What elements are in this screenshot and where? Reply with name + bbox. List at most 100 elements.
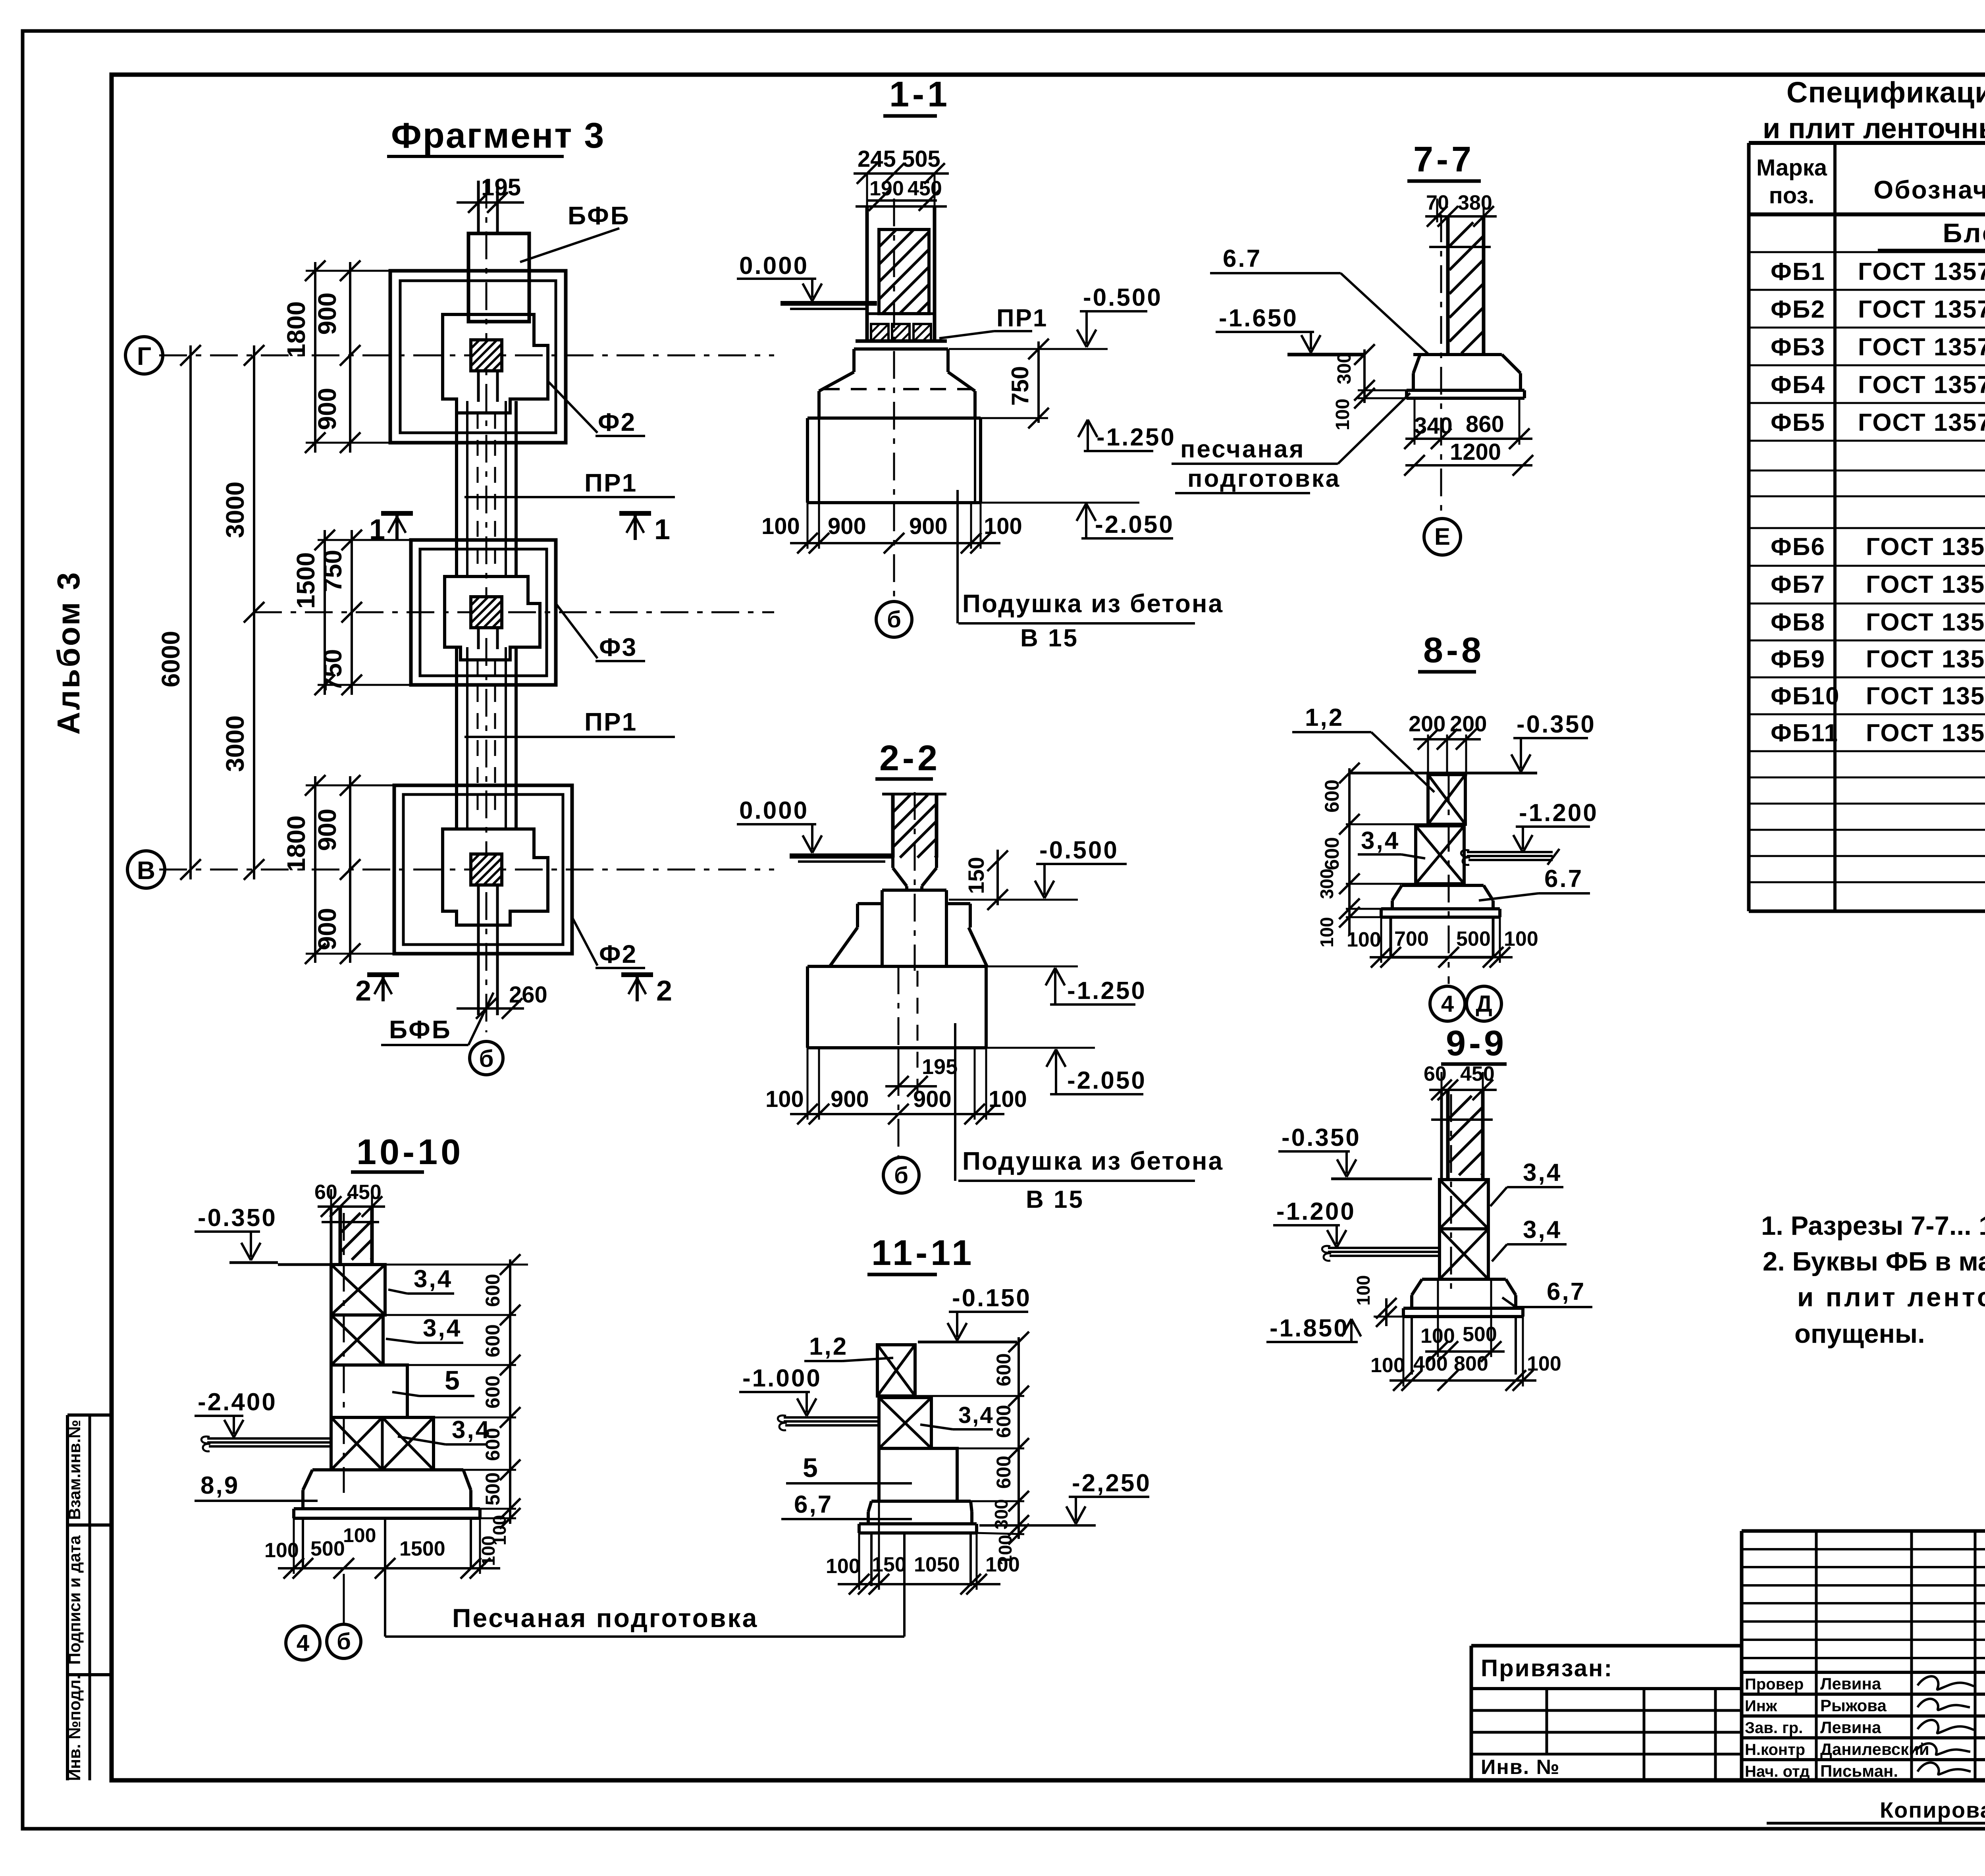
svg-text:ГОСТ 13580-85: ГОСТ 13580-85 (1866, 533, 1985, 561)
svg-text:900: 900 (828, 513, 866, 539)
svg-text:260: 260 (509, 982, 547, 1008)
svg-text:200: 200 (1409, 711, 1445, 736)
svg-text:Провер: Провер (1745, 1675, 1804, 1693)
svg-text:6,7: 6,7 (1547, 1278, 1586, 1305)
svg-text:245: 245 (858, 146, 896, 172)
svg-text:9-9: 9-9 (1446, 1024, 1507, 1063)
svg-text:ПР1: ПР1 (584, 469, 637, 497)
svg-text:Рыжова: Рыжова (1820, 1696, 1887, 1715)
svg-text:100: 100 (1347, 928, 1381, 951)
svg-text:ГОСТ 13579-78: ГОСТ 13579-78 (1858, 258, 1985, 285)
svg-text:-1.000: -1.000 (742, 1365, 822, 1392)
svg-text:Письман.: Письман. (1820, 1762, 1898, 1780)
svg-text:Левина: Левина (1820, 1674, 1881, 1693)
svg-text:-1.200: -1.200 (1519, 799, 1598, 827)
svg-text:195: 195 (481, 174, 521, 201)
svg-text:900: 900 (313, 293, 341, 335)
svg-text:Марка: Марка (1756, 155, 1827, 181)
svg-text:БФБ: БФБ (389, 1015, 452, 1044)
svg-text:-0.150: -0.150 (952, 1284, 1031, 1312)
svg-text:Ф2: Ф2 (598, 408, 636, 436)
svg-text:195: 195 (922, 1055, 958, 1079)
svg-text:1050: 1050 (914, 1553, 960, 1576)
svg-text:Альбом 3: Альбом 3 (51, 571, 86, 735)
svg-text:100: 100 (489, 1515, 510, 1546)
svg-text:Г: Г (137, 342, 151, 370)
svg-text:Подушка из бетона: Подушка из бетона (962, 1147, 1224, 1175)
svg-text:-0.350: -0.350 (1282, 1124, 1361, 1151)
svg-text:1. Разрезы 7-7... 11-11 за: 1. Разрезы 7-7... 11-11 замаркированы на… (1761, 1211, 1985, 1241)
svg-text:Инж: Инж (1745, 1697, 1777, 1715)
svg-text:5: 5 (445, 1365, 461, 1396)
svg-text:3000: 3000 (221, 482, 249, 538)
svg-text:ГОСТ 13580-85: ГОСТ 13580-85 (1866, 571, 1985, 598)
svg-text:Н.контр: Н.контр (1745, 1741, 1805, 1758)
svg-text:ФБ5: ФБ5 (1771, 409, 1825, 436)
svg-text:Взам.инв.№: Взам.инв.№ (65, 1420, 84, 1520)
svg-text:60: 60 (314, 1181, 337, 1204)
svg-text:100: 100 (826, 1555, 860, 1578)
svg-text:450: 450 (1460, 1062, 1495, 1085)
svg-text:1200: 1200 (1450, 439, 1501, 465)
svg-text:-0.350: -0.350 (1517, 711, 1596, 738)
svg-text:2-2: 2-2 (879, 738, 940, 778)
svg-text:ФБ6: ФБ6 (1771, 533, 1825, 561)
svg-text:Обозначение: Обозначение (1873, 175, 1985, 204)
svg-text:ГОСТ 13580-85: ГОСТ 13580-85 (1866, 719, 1985, 747)
svg-text:Спецификация блоков стен по: Спецификация блоков стен подвала (1786, 76, 1985, 109)
svg-text:1: 1 (654, 514, 670, 546)
svg-text:3,4: 3,4 (423, 1315, 462, 1342)
svg-text:В 15: В 15 (1026, 1186, 1084, 1213)
svg-text:подготовка: подготовка (1187, 465, 1341, 492)
svg-text:100: 100 (343, 1524, 376, 1546)
svg-text:ГОСТ 13580-85: ГОСТ 13580-85 (1866, 683, 1985, 710)
svg-text:ПР1: ПР1 (996, 305, 1048, 332)
svg-text:ГОСТ 13579-78: ГОСТ 13579-78 (1858, 371, 1985, 399)
svg-text:б: б (894, 1163, 908, 1188)
svg-text:900: 900 (313, 388, 341, 430)
svg-text:750: 750 (318, 550, 347, 592)
svg-text:1500: 1500 (399, 1537, 445, 1560)
svg-text:Нач. отд: Нач. отд (1745, 1763, 1810, 1780)
svg-text:ФБ1: ФБ1 (1771, 258, 1825, 285)
svg-text:5: 5 (803, 1453, 819, 1483)
svg-text:Подушка из бетона: Подушка из бетона (962, 589, 1224, 618)
svg-text:3,4: 3,4 (1361, 827, 1400, 854)
svg-text:ФБ4: ФБ4 (1771, 371, 1825, 399)
svg-text:300: 300 (991, 1499, 1012, 1530)
svg-text:380: 380 (1458, 191, 1492, 214)
svg-text:и плит ленточных фундамен: и плит ленточных фундаментов условно (1797, 1282, 1985, 1312)
svg-text:б: б (887, 607, 901, 632)
svg-text:ФБ2: ФБ2 (1771, 296, 1825, 323)
svg-text:60: 60 (1424, 1062, 1447, 1085)
svg-text:Ф3: Ф3 (599, 633, 637, 661)
svg-text:Е: Е (1434, 523, 1450, 550)
svg-text:300: 300 (1316, 869, 1337, 899)
svg-text:ГОСТ 13579-78: ГОСТ 13579-78 (1858, 334, 1985, 361)
svg-text:8,9: 8,9 (200, 1472, 239, 1499)
svg-text:6.7: 6.7 (1544, 865, 1583, 893)
svg-text:100: 100 (1332, 399, 1353, 430)
svg-text:6,7: 6,7 (794, 1491, 833, 1518)
svg-text:Блоки стен подвала: Блоки стен подвала (1943, 218, 1985, 248)
svg-text:-1.200: -1.200 (1276, 1198, 1356, 1225)
svg-text:б: б (479, 1045, 493, 1072)
svg-text:600: 600 (1321, 837, 1343, 870)
svg-text:БФБ: БФБ (568, 201, 630, 230)
svg-text:Инв. №: Инв. № (1481, 1756, 1560, 1779)
svg-text:-0.500: -0.500 (1083, 284, 1162, 311)
svg-text:Фрагмент 3: Фрагмент 3 (391, 116, 605, 156)
svg-text:800: 800 (1454, 1352, 1488, 1375)
svg-text:7-7: 7-7 (1413, 140, 1474, 179)
svg-text:8-8: 8-8 (1423, 630, 1484, 670)
svg-text:2: 2 (656, 975, 672, 1007)
svg-text:поз.: поз. (1769, 183, 1815, 208)
svg-text:600: 600 (1321, 779, 1343, 812)
svg-text:-1.650: -1.650 (1219, 305, 1298, 332)
svg-text:100: 100 (1316, 917, 1337, 948)
svg-text:750: 750 (318, 649, 347, 692)
svg-text:ФБ3: ФБ3 (1771, 334, 1825, 361)
svg-text:Левина: Левина (1820, 1718, 1881, 1737)
svg-text:Д: Д (1476, 991, 1492, 1017)
svg-text:1500: 1500 (291, 552, 320, 609)
